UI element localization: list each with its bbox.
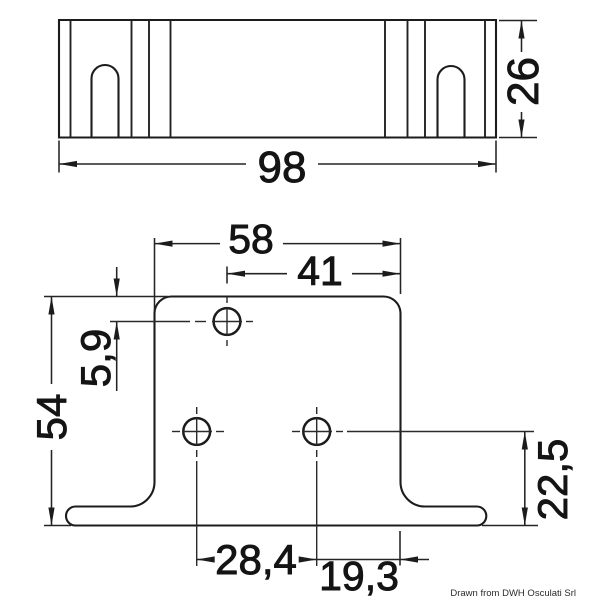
dim-hole-to-right-edge: 19,3 bbox=[316, 531, 429, 599]
front-view-outline bbox=[64, 295, 488, 527]
top-view bbox=[57, 18, 498, 139]
dim-overall-width-label: 98 bbox=[258, 143, 307, 192]
dim-holes-to-bottom: 22,5 bbox=[482, 431, 576, 527]
top-view-outline bbox=[57, 18, 498, 139]
dim-plate-width-label: 58 bbox=[228, 216, 274, 262]
right-hole-centerlines bbox=[292, 407, 534, 566]
left-hole-centerlines bbox=[172, 407, 224, 566]
dim-overall-depth: 26 bbox=[499, 19, 548, 139]
front-view bbox=[64, 295, 534, 566]
dim-overall-height: 54 bbox=[28, 295, 168, 527]
dim-plate-width: 58 bbox=[153, 216, 402, 311]
dim-hole-spacing-label: 28,4 bbox=[215, 536, 297, 583]
top-hole-centerlines bbox=[110, 297, 253, 346]
dim-holes-to-bottom-label: 22,5 bbox=[529, 439, 576, 521]
dim-hole-to-edge: 41 bbox=[226, 248, 401, 294]
top-view-right-slot bbox=[436, 64, 466, 139]
credit-text: Drawn from DWH Osculati Srl bbox=[450, 588, 576, 599]
dim-hole-to-edge-label: 41 bbox=[297, 248, 343, 294]
dim-hole-spacing: 28,4 bbox=[196, 536, 317, 583]
dim-hole-to-right-edge-label: 19,3 bbox=[319, 553, 399, 599]
top-view-left-slot bbox=[90, 63, 120, 139]
dim-overall-depth-label: 26 bbox=[499, 57, 548, 106]
dim-top-hole-offset-label: 5,9 bbox=[72, 329, 119, 387]
dim-top-hole-offset: 5,9 bbox=[72, 267, 120, 391]
dimensions: 98 26 58 41 bbox=[28, 19, 576, 599]
dim-overall-height-label: 54 bbox=[28, 394, 75, 441]
dim-overall-width: 98 bbox=[58, 140, 497, 192]
